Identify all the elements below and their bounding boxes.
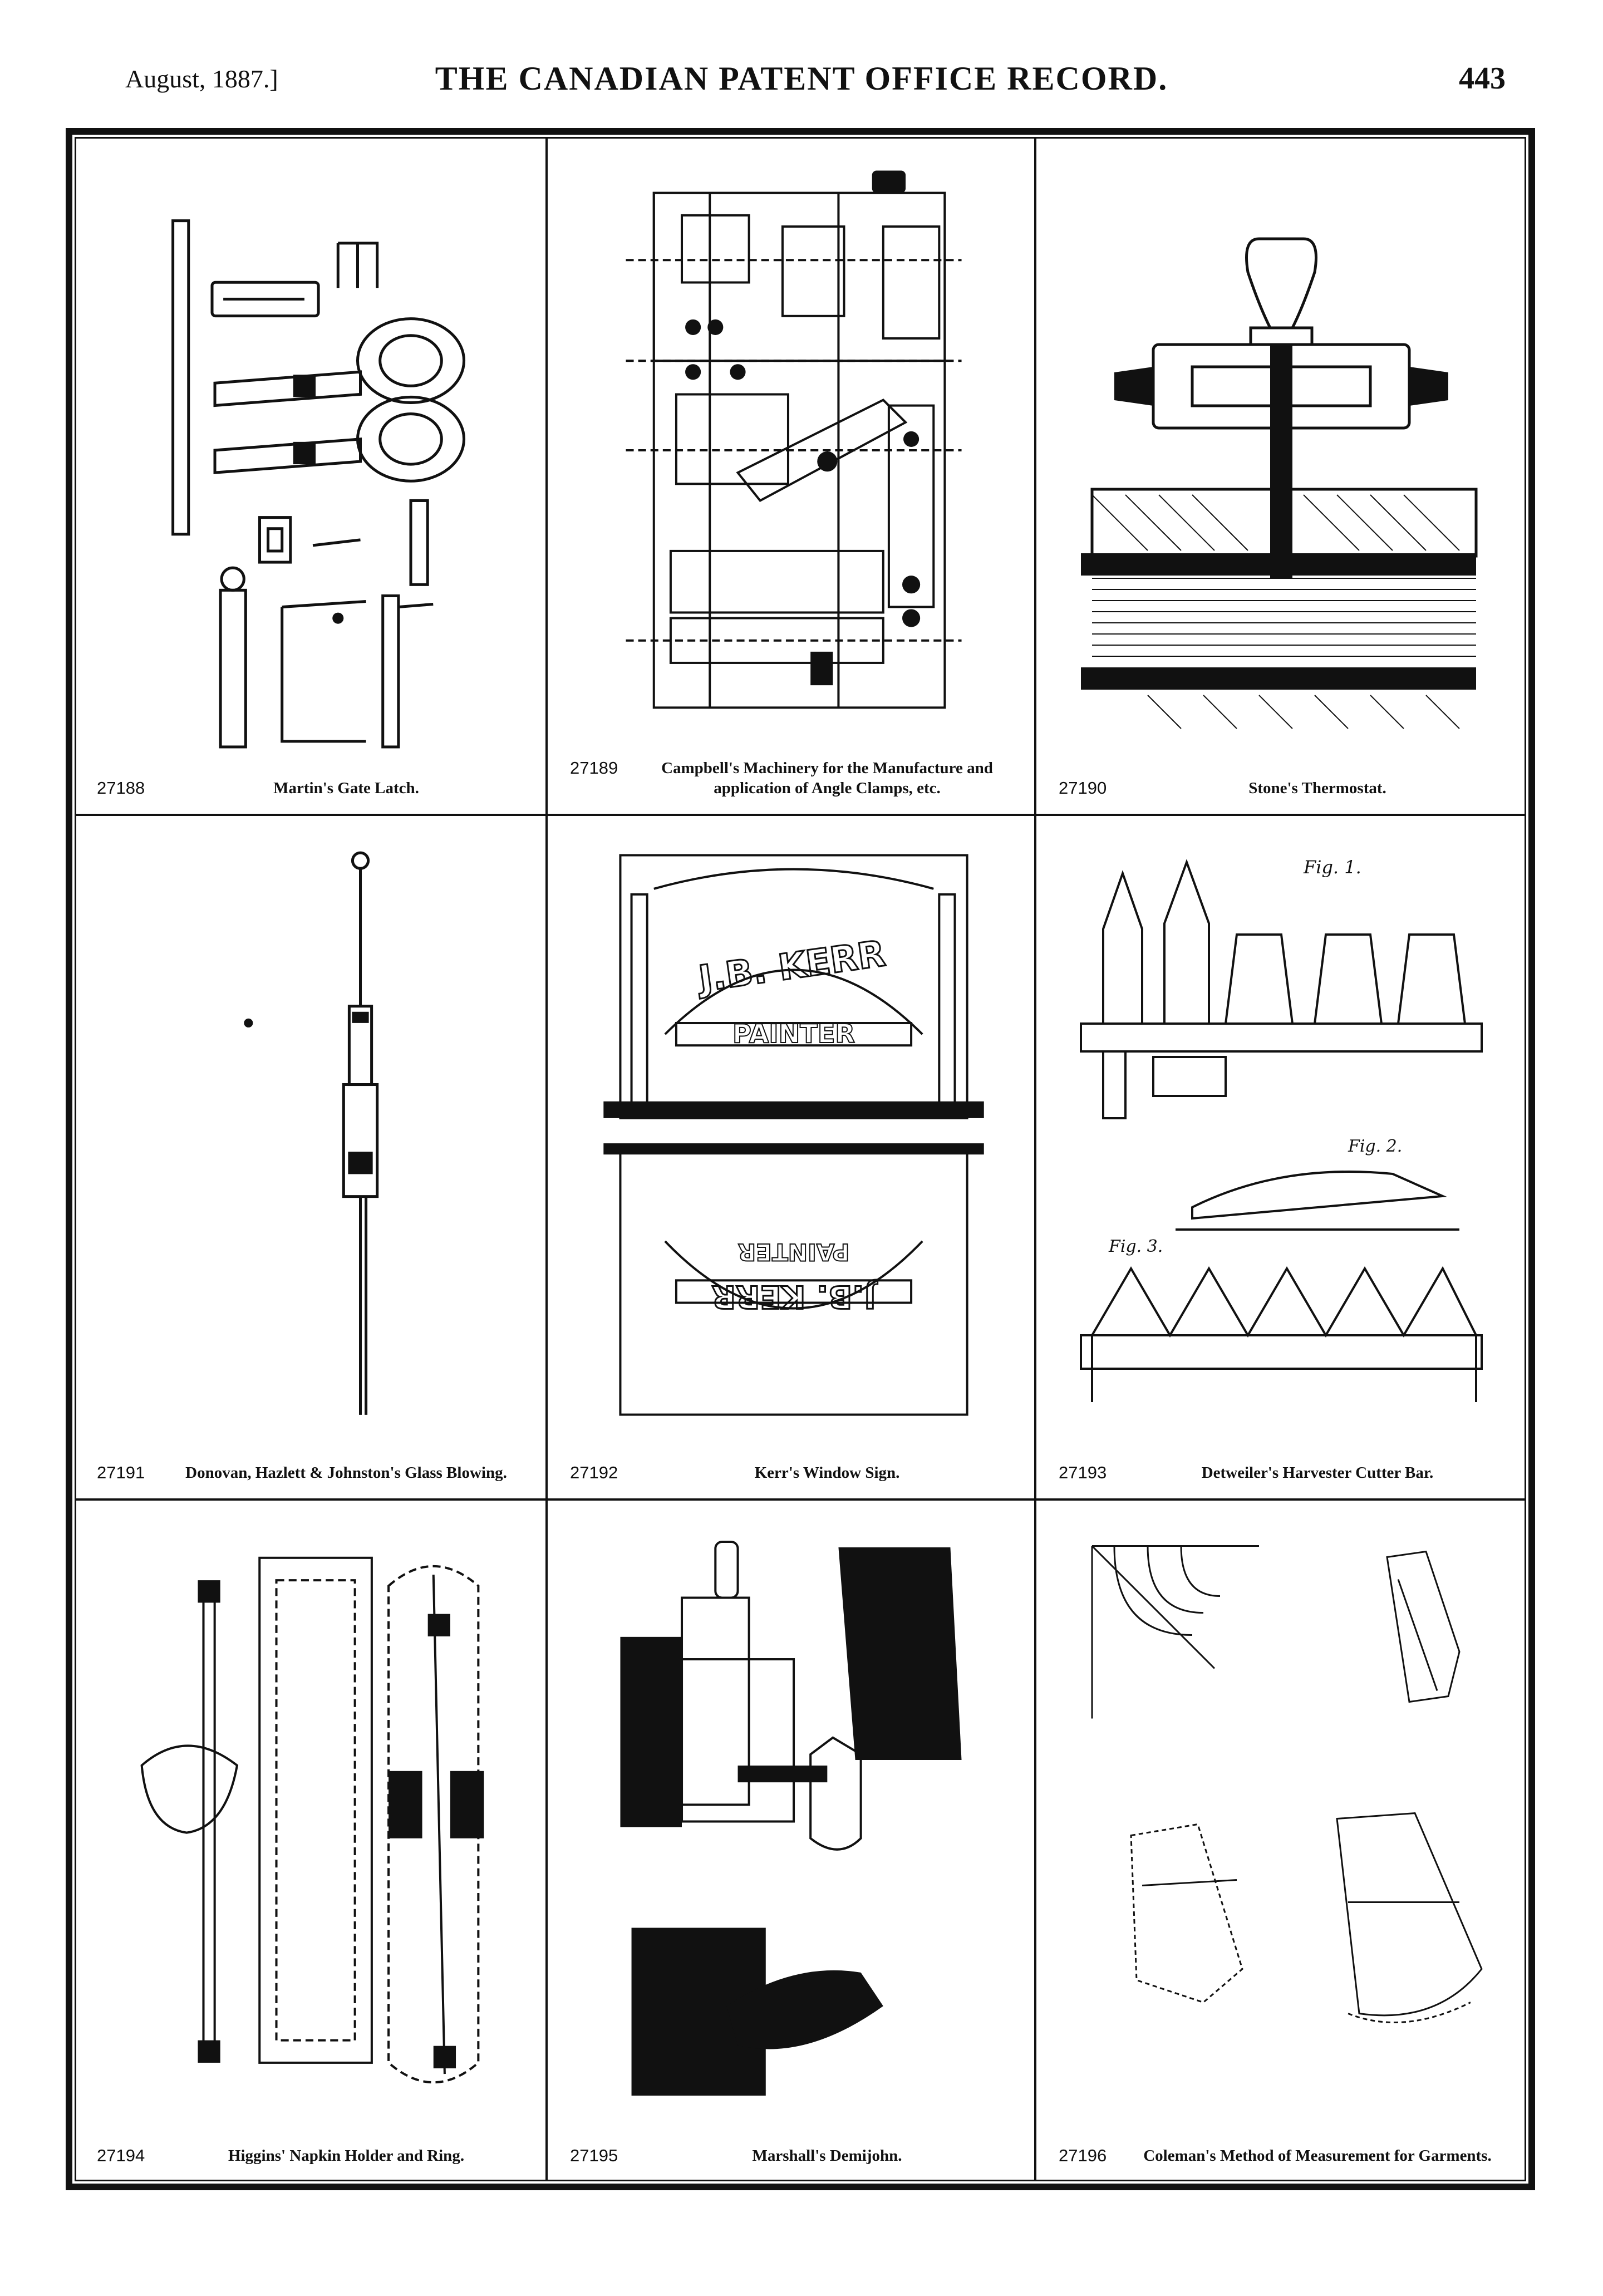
- publication-title: THE CANADIAN PATENT OFFICE RECORD.: [435, 60, 1168, 97]
- patent-caption: 27193 Detweiler's Harvester Cutter Bar.: [1059, 1463, 1504, 1483]
- patent-drawing-harvester-cutter-bar: Fig. 1. Fig. 2. Fig. 3.: [1059, 838, 1504, 1426]
- patent-title: Campbell's Machinery for the Manufacture…: [661, 759, 993, 797]
- patent-cell: 27188 Martin's Gate Latch.: [75, 137, 545, 814]
- patent-caption: 27192 Kerr's Window Sign.: [570, 1463, 1012, 1483]
- patent-caption: 27195 Marshall's Demijohn.: [570, 2146, 1012, 2166]
- sign-lower-text-reversed: PAINTER: [738, 1238, 850, 1266]
- column-divider: [545, 137, 548, 2181]
- patent-drawing-thermostat: [1059, 159, 1504, 753]
- patent-cell: J.B. KERR PAINTER J.B. KERR PAINTER 2719…: [548, 816, 1034, 1498]
- patent-number: 27190: [1059, 778, 1107, 798]
- patent-number: 27196: [1059, 2146, 1107, 2165]
- patent-number: 27193: [1059, 1463, 1107, 1482]
- issue-date: August, 1887.]: [125, 65, 278, 93]
- patent-number: 27192: [570, 1463, 618, 1482]
- fig-1-label: Fig. 1.: [1303, 857, 1361, 878]
- patent-cell: 27195 Marshall's Demijohn.: [548, 1501, 1034, 2181]
- row-divider: [75, 1498, 1526, 1501]
- sign-upper-text: J.B. KERR: [694, 933, 888, 1001]
- patent-title: Marshall's Demijohn.: [752, 2147, 902, 2165]
- patent-drawing-glass-blowing: [97, 838, 523, 1426]
- patent-caption: 27189 Campbell's Machinery for the Manuf…: [570, 758, 1012, 798]
- plate-inner-border: [75, 137, 1526, 2181]
- page-number: 443: [1459, 61, 1506, 96]
- patent-caption: 27188 Martin's Gate Latch.: [97, 778, 523, 798]
- patent-drawing-napkin-holder: [97, 1523, 523, 2120]
- patent-cell: 27191 Donovan, Hazlett & Johnston's Glas…: [75, 816, 545, 1498]
- patent-title: Coleman's Method of Measurement for Garm…: [1143, 2147, 1492, 2165]
- patent-drawing-garment-measurement: [1059, 1523, 1504, 2109]
- patent-number: 27191: [97, 1463, 145, 1482]
- patent-drawing-gate-latch: [97, 159, 523, 753]
- sign-upper-text-reversed: J.B. KERR: [712, 1278, 878, 1314]
- patent-caption: 27190 Stone's Thermostat.: [1059, 778, 1504, 798]
- patent-title: Martin's Gate Latch.: [273, 779, 419, 797]
- patent-cell: 27194 Higgins' Napkin Holder and Ring.: [75, 1501, 545, 2181]
- plate-border: [66, 128, 1535, 2190]
- patent-cell: 27190 Stone's Thermostat.: [1036, 137, 1526, 814]
- patent-number: 27188: [97, 778, 145, 798]
- patent-caption: 27191 Donovan, Hazlett & Johnston's Glas…: [97, 1463, 523, 1483]
- patent-cell: 27196 Coleman's Method of Measurement fo…: [1036, 1501, 1526, 2181]
- patent-title: Donovan, Hazlett & Johnston's Glass Blow…: [185, 1464, 507, 1482]
- patent-title: Higgins' Napkin Holder and Ring.: [228, 2147, 465, 2165]
- patent-title: Detweiler's Harvester Cutter Bar.: [1201, 1464, 1434, 1482]
- patent-cell: 27189 Campbell's Machinery for the Manuf…: [548, 137, 1034, 814]
- patent-cell: Fig. 1. Fig. 2. Fig. 3. 27193 Detweiler'…: [1036, 816, 1526, 1498]
- patent-drawing-angle-clamp-machinery: [570, 159, 1012, 741]
- patent-number: 27195: [570, 2146, 618, 2165]
- column-divider: [1034, 137, 1036, 2181]
- patent-number: 27194: [97, 2146, 145, 2165]
- fig-2-label: Fig. 2.: [1348, 1137, 1402, 1156]
- row-divider: [75, 814, 1526, 816]
- patent-drawing-demijohn: [570, 1523, 1012, 2120]
- patent-title: Stone's Thermostat.: [1248, 779, 1386, 797]
- patent-caption: 27194 Higgins' Napkin Holder and Ring.: [97, 2146, 523, 2166]
- sign-lower-text: PAINTER: [732, 1019, 855, 1049]
- patent-drawing-window-sign: J.B. KERR PAINTER J.B. KERR PAINTER: [570, 838, 1012, 1426]
- fig-3-label: Fig. 3.: [1108, 1237, 1163, 1256]
- patent-caption: 27196 Coleman's Method of Measurement fo…: [1059, 2146, 1504, 2166]
- patent-number: 27189: [570, 758, 618, 778]
- page-header: August, 1887.] THE CANADIAN PATENT OFFIC…: [0, 53, 1603, 120]
- patent-title: Kerr's Window Sign.: [754, 1464, 900, 1482]
